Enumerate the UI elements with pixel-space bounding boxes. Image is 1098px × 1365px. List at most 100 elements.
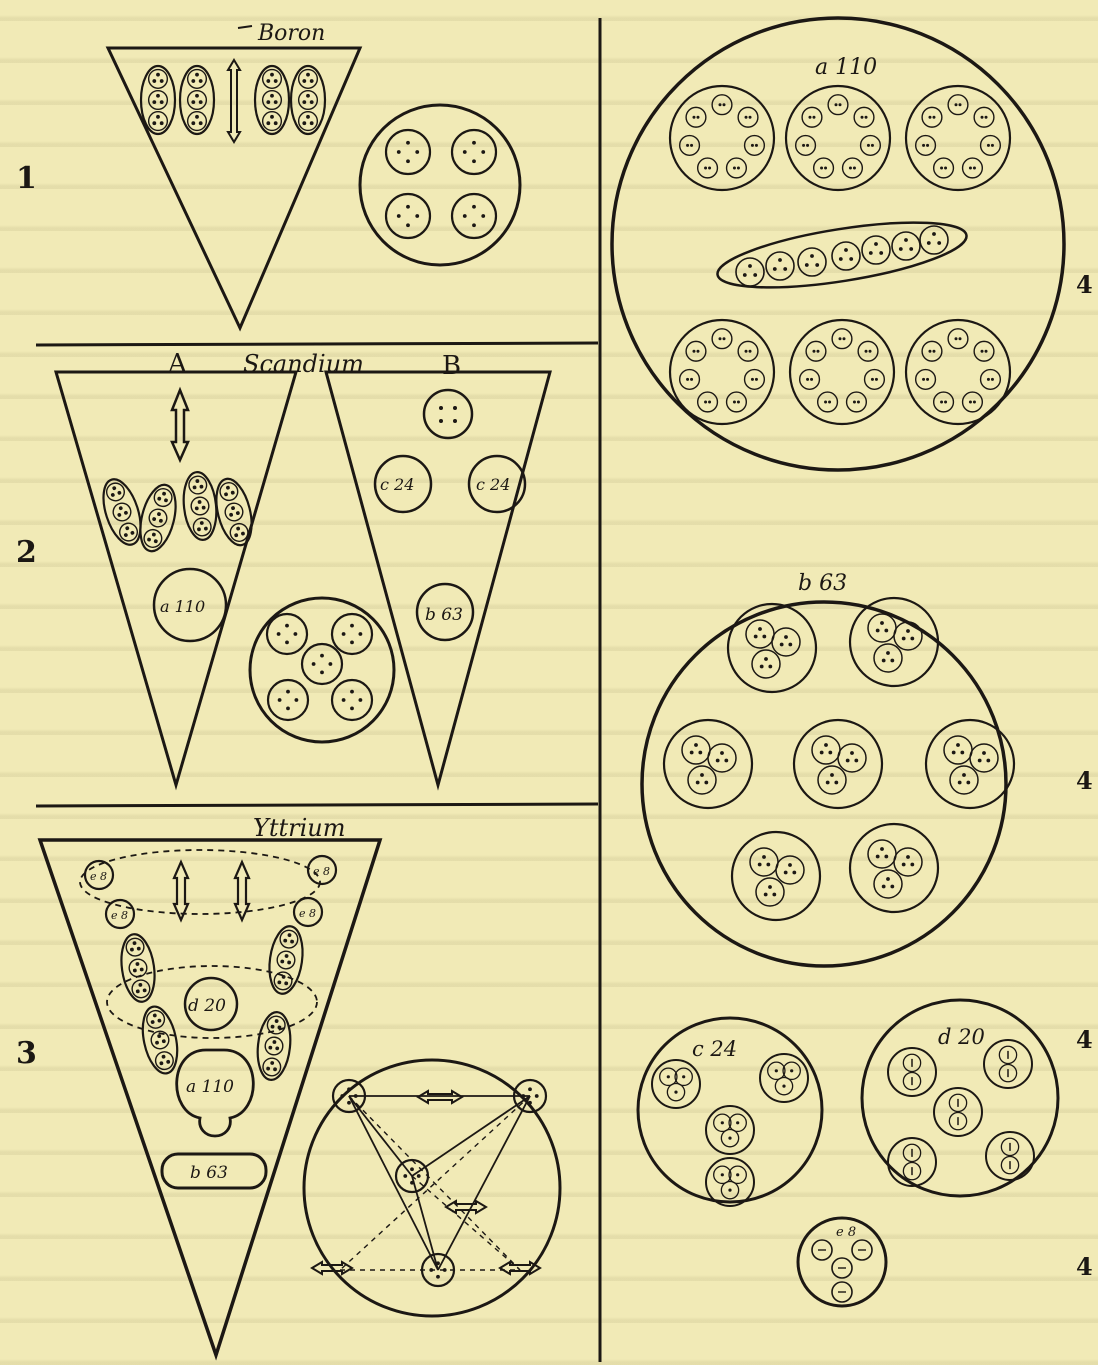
row-divider-2 — [36, 804, 598, 806]
a110-pod-cell-4 — [862, 236, 890, 264]
scandium-cell-4 — [332, 680, 372, 720]
yttrium-panel: Yttrium 3 e 8 e 8 e 8 e 8 d 20 a 110 b 63 — [16, 814, 560, 1355]
b63-label: b 63 — [798, 571, 847, 596]
yttrium-pod-2 — [137, 1003, 182, 1076]
boron-quad-2 — [386, 194, 430, 238]
e8-contents — [812, 1240, 872, 1302]
boron-funnel — [108, 48, 360, 328]
scandium-ellipse-group — [96, 471, 257, 555]
b63-cluster-0 — [728, 604, 816, 692]
yttrium-funnel — [40, 840, 380, 1355]
tetra-edge-4 — [349, 1096, 438, 1270]
scandium-panel: Scandium A B 2 a 110 c 24 c 24 b 63 — [16, 349, 550, 785]
scandium-cell-2 — [302, 644, 342, 684]
a110-contents — [670, 86, 1010, 424]
b63-cluster-6 — [850, 824, 938, 912]
tetra-spike-1 — [418, 1091, 462, 1103]
yttrium-spikes — [174, 862, 249, 920]
b63-cluster-5 — [732, 832, 820, 920]
boron-pod-1 — [180, 66, 214, 134]
scandium-tag-a: A — [167, 349, 188, 379]
e8-label: e 8 — [836, 1225, 856, 1240]
yttrium-a-label: a 110 — [186, 1077, 234, 1097]
yttrium-upper-ring — [80, 850, 320, 914]
b63-cluster-4 — [926, 720, 1014, 808]
boron-sphere-contents — [386, 130, 496, 238]
boron-quad-0 — [386, 130, 430, 174]
boron-ellipse-group — [141, 60, 325, 142]
tetra-dash-2 — [412, 1176, 520, 1270]
scandium-pod-2 — [181, 471, 220, 542]
b63-contents — [664, 598, 1014, 920]
scandium-tag-b: B — [442, 351, 461, 381]
yttrium-e-group: e 8 e 8 e 8 e 8 — [85, 856, 336, 928]
tetra-spike-2 — [446, 1201, 486, 1213]
tetra-dash-1 — [349, 1096, 520, 1270]
c24-label: c 24 — [692, 1037, 737, 1061]
scandium-b-label: b 63 — [425, 605, 463, 625]
boron-panel: Boron 1 — [16, 21, 520, 328]
scandium-c-right-label: c 24 — [476, 475, 510, 494]
tetra-edge-3 — [412, 1176, 438, 1270]
d20-contents — [888, 1040, 1034, 1186]
a110-ring-5 — [906, 320, 1010, 424]
b63-cluster-3 — [794, 720, 882, 808]
row-number-3: 3 — [16, 1036, 37, 1071]
yttrium-tetrahedron — [312, 1080, 546, 1286]
boron-title: Boron — [257, 21, 325, 46]
tetra-edge-2 — [412, 1096, 530, 1176]
a110-pod-cell-3 — [832, 242, 860, 270]
a110-label: a 110 — [815, 55, 877, 80]
scandium-pod-1 — [134, 481, 182, 555]
scandium-pod-3 — [210, 475, 258, 549]
scandium-title: Scandium — [243, 350, 364, 378]
boron-pod-2 — [255, 66, 289, 134]
scandium-cell-0 — [267, 614, 307, 654]
scandium-b-top — [424, 390, 472, 438]
right-column: a 110 b 63 c 24 d 20 e 8 4 4 4 4 — [612, 18, 1093, 1306]
a110-pod-cell-1 — [766, 252, 794, 280]
b63-cluster-2 — [664, 720, 752, 808]
yttrium-pod-3 — [255, 1011, 294, 1082]
a110-ring-4 — [790, 320, 894, 424]
b63-cluster-1 — [850, 598, 938, 686]
marker-4-b: 4 — [1076, 766, 1093, 795]
yttrium-pod-0 — [117, 932, 158, 1004]
yttrium-e-label-2: e 8 — [111, 909, 128, 922]
yttrium-e-label-3: e 8 — [299, 907, 316, 920]
yttrium-e-label-1: e 8 — [313, 865, 330, 878]
yttrium-d-label: d 20 — [188, 996, 226, 1016]
marker-4-a: 4 — [1076, 270, 1093, 299]
tetra-spike-4 — [500, 1262, 540, 1274]
a110-long-pod — [713, 210, 970, 301]
yttrium-pod-1 — [265, 924, 306, 996]
scandium-spike — [172, 390, 188, 460]
a110-ring-1 — [786, 86, 890, 190]
scandium-c-left-label: c 24 — [380, 475, 414, 494]
boron-pod-3 — [291, 66, 325, 134]
yttrium-sphere — [304, 1060, 560, 1316]
yttrium-e-label-0: e 8 — [90, 870, 107, 883]
scandium-funnel-b — [326, 372, 550, 785]
row-divider-1 — [36, 343, 598, 345]
row-number-2: 2 — [16, 535, 37, 570]
scandium-cell-1 — [332, 614, 372, 654]
a110-ring-0 — [670, 86, 774, 190]
a110-pod-cell-2 — [798, 248, 826, 276]
boron-quad-1 — [452, 130, 496, 174]
boron-quad-3 — [452, 194, 496, 238]
yttrium-title: Yttrium — [253, 814, 346, 842]
scandium-sphere-contents — [267, 614, 372, 720]
a110-ring-2 — [906, 86, 1010, 190]
tetra-edge-5 — [438, 1096, 530, 1270]
row-number-1: 1 — [16, 161, 37, 196]
a110-pod-cell-5 — [892, 232, 920, 260]
scandium-a-label: a 110 — [160, 597, 205, 616]
boron-pod-0 — [141, 66, 175, 134]
yttrium-b-label: b 63 — [190, 1163, 228, 1183]
marker-4-d: 4 — [1076, 1252, 1093, 1281]
d20-label: d 20 — [938, 1025, 985, 1049]
boron-sphere — [360, 105, 520, 265]
a110-pod-cell-6 — [920, 226, 948, 254]
